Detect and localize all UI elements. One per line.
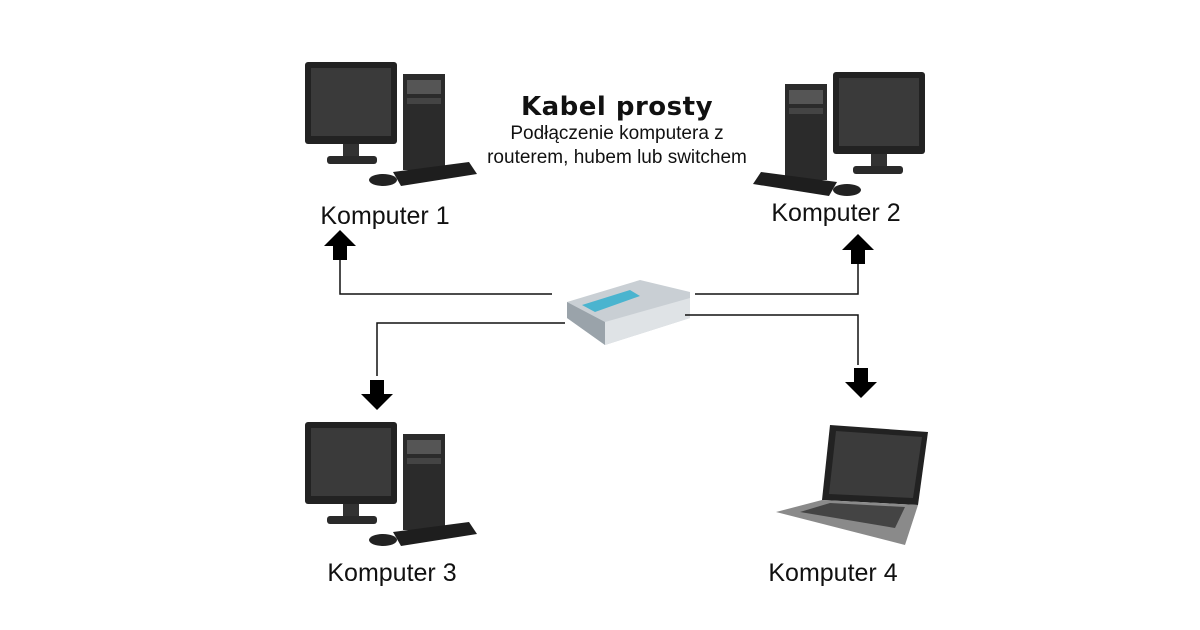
- node-label-4: Komputer 4: [768, 559, 898, 587]
- cable-lines: [339, 258, 859, 376]
- arrow-up-icon: [842, 234, 874, 264]
- arrow-down-icon: [361, 380, 393, 410]
- node-label-2: Komputer 2: [771, 199, 901, 227]
- laptop-icon: [776, 425, 928, 545]
- arrow-down-icon: [845, 368, 877, 398]
- arrow-up-icon: [324, 230, 356, 260]
- node-label-3: Komputer 3: [327, 559, 457, 587]
- diagram-title-block: Kabel prosty Podłączenie komputera z rou…: [487, 92, 747, 170]
- diagram-subtitle: Podłączenie komputera z routerem, hubem …: [487, 123, 747, 168]
- computer-2-icon: [753, 72, 925, 196]
- diagram-title: Kabel prosty: [520, 92, 714, 122]
- switch-icon: [567, 280, 690, 345]
- computer-1-icon: [305, 62, 477, 186]
- computer-3-icon: [305, 422, 477, 546]
- node-label-1: Komputer 1: [320, 202, 450, 230]
